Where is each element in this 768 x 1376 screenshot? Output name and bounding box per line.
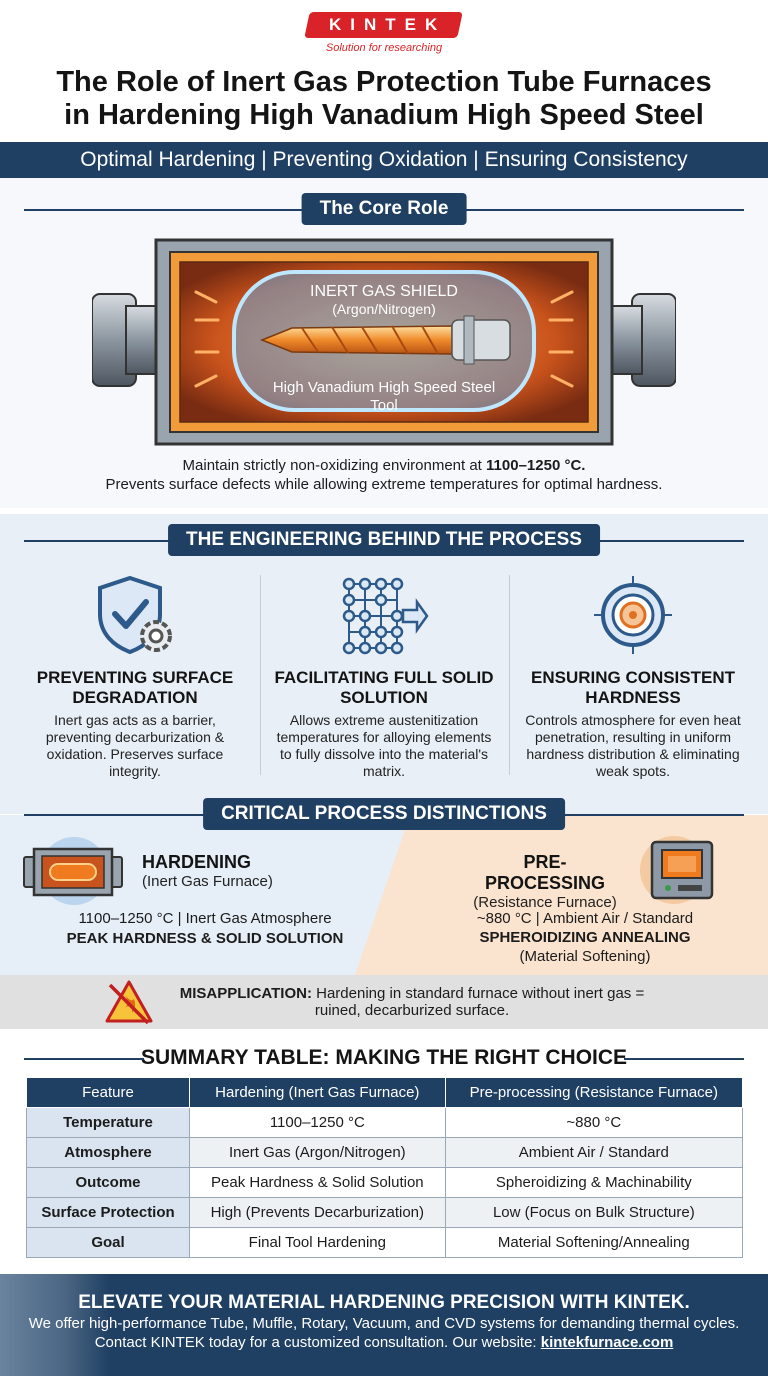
page-title: The Role of Inert Gas Protection Tube Fu…	[0, 66, 768, 132]
table-cell-feature: Surface Protection	[26, 1197, 190, 1228]
summary-header: SUMMARY TABLE: MAKING THE RIGHT CHOICE	[0, 1044, 768, 1074]
preprocessing-detail: ~880 °C | Ambient Air / Standard	[476, 910, 694, 927]
target-icon	[508, 570, 758, 660]
engineering-column-solution: FACILITATING FULL SOLID SOLUTION Allows …	[259, 570, 509, 780]
divider-line-left	[24, 1058, 144, 1060]
divider-line-right	[624, 1058, 744, 1060]
shield-gear-icon	[10, 570, 260, 660]
core-caption: Maintain strictly non-oxidizing environm…	[0, 456, 768, 494]
table-cell: 1100–1250 °C	[189, 1107, 446, 1138]
table-cell-feature: Temperature	[26, 1107, 190, 1138]
warning-icon	[105, 980, 153, 1025]
table-cell: ~880 °C	[444, 1107, 744, 1138]
engineering-column-hardness: ENSURING CONSISTENT HARDNESS Controls at…	[508, 570, 758, 780]
table-cell: Material Softening/Annealing	[444, 1227, 744, 1258]
table-cell-feature: Outcome	[26, 1167, 190, 1198]
footer-line-1: We offer high-performance Tube, Muffle, …	[28, 1315, 740, 1332]
engineering-column-surface: PREVENTING SURFACE DEGRADATION Inert gas…	[10, 570, 260, 780]
website-link[interactable]: kintekfurnace.com	[540, 1334, 674, 1351]
engineering-section-title: THE ENGINEERING BEHIND THE PROCESS	[168, 524, 600, 556]
warning-line-1: Hardening in standard furnace without in…	[311, 985, 645, 1002]
table-row: Atmosphere Inert Gas (Argon/Nitrogen) Am…	[26, 1137, 744, 1168]
column-header: Pre-processing (Resistance Furnace)	[444, 1077, 744, 1108]
brand-header: KINTEK Solution for researching	[0, 12, 768, 54]
resistance-furnace-icon	[640, 836, 714, 904]
column-text: Controls atmosphere for even heat penetr…	[525, 712, 741, 779]
footer-line-2: Contact KINTEK today for a customized co…	[0, 1333, 768, 1352]
footer-heading: ELEVATE YOUR MATERIAL HARDENING PRECISIO…	[78, 1292, 690, 1313]
tool-label-line-2: Tool	[370, 397, 398, 414]
preprocessing-details: ~880 °C | Ambient Air / Standard SPHEROI…	[420, 909, 750, 966]
column-header: Hardening (Inert Gas Furnace)	[189, 1077, 446, 1108]
table-cell: Low (Focus on Bulk Structure)	[444, 1197, 744, 1228]
core-section-header: The Core Role	[0, 193, 768, 227]
caption-temperature: 1100–1250 °C.	[486, 457, 586, 474]
subtitle-bar: Optimal Hardening | Preventing Oxidation…	[0, 142, 768, 178]
distinctions-section-title: CRITICAL PROCESS DISTINCTIONS	[203, 798, 565, 830]
tube-furnace-illustration: INERT GAS SHIELD (Argon/Nitrogen) High V…	[92, 238, 676, 446]
warning-text: MISAPPLICATION: Hardening in standard fu…	[162, 985, 662, 1019]
warning-label: MISAPPLICATION:	[179, 985, 312, 1002]
kintek-logo[interactable]: KINTEK	[304, 12, 464, 38]
engineering-section-header: THE ENGINEERING BEHIND THE PROCESS	[0, 524, 768, 558]
table-cell: Inert Gas (Argon/Nitrogen)	[189, 1137, 446, 1168]
table-cell: High (Prevents Decarburization)	[189, 1197, 446, 1228]
preprocessing-subtitle: (Resistance Furnace)	[473, 894, 617, 911]
table-row: Goal Final Tool Hardening Material Softe…	[26, 1227, 744, 1258]
table-cell-feature: Atmosphere	[26, 1137, 190, 1168]
engineering-section-background	[0, 514, 768, 814]
inert-furnace-icon	[23, 837, 123, 905]
shield-gas-types: (Argon/Nitrogen)	[332, 301, 436, 317]
table-row: Surface Protection High (Prevents Decarb…	[26, 1197, 744, 1228]
preprocessing-result: SPHEROIDIZING ANNEALING	[479, 929, 691, 946]
hardening-details: 1100–1250 °C | Inert Gas Atmosphere PEAK…	[40, 909, 370, 949]
hardening-detail: 1100–1250 °C | Inert Gas Atmosphere	[78, 910, 332, 927]
column-divider	[509, 575, 510, 775]
table-header-row: Feature Hardening (Inert Gas Furnace) Pr…	[26, 1077, 744, 1108]
title-line-1: The Role of Inert Gas Protection Tube Fu…	[56, 66, 712, 98]
column-header: Feature	[26, 1077, 190, 1108]
title-line-2: in Hardening High Vanadium High Speed St…	[64, 99, 704, 131]
misapplication-warning: MISAPPLICATION: Hardening in standard fu…	[0, 975, 768, 1029]
hardening-heading: HARDENING (Inert Gas Furnace)	[142, 852, 273, 890]
footer-banner: ELEVATE YOUR MATERIAL HARDENING PRECISIO…	[0, 1274, 768, 1376]
summary-table: Feature Hardening (Inert Gas Furnace) Pr…	[26, 1077, 744, 1258]
table-row: Outcome Peak Hardness & Solid Solution S…	[26, 1167, 744, 1198]
table-row: Temperature 1100–1250 °C ~880 °C	[26, 1107, 744, 1138]
preprocessing-result-note: (Material Softening)	[519, 948, 651, 965]
table-cell: Ambient Air / Standard	[444, 1137, 744, 1168]
preprocessing-heading: PRE-PROCESSING (Resistance Furnace)	[470, 852, 620, 911]
lab-equipment-photo	[0, 1274, 110, 1376]
column-divider	[260, 575, 261, 775]
preprocessing-title: PRE-PROCESSING	[484, 852, 606, 893]
table-cell: Final Tool Hardening	[189, 1227, 446, 1258]
core-section-title: The Core Role	[301, 193, 467, 225]
hardening-subtitle: (Inert Gas Furnace)	[142, 873, 273, 890]
table-cell: Peak Hardness & Solid Solution	[189, 1167, 446, 1198]
caption-line-2: Prevents surface defects while allowing …	[105, 476, 663, 493]
column-title: ENSURING CONSISTENT HARDNESS	[530, 668, 736, 707]
hardening-result: PEAK HARDNESS & SOLID SOLUTION	[66, 930, 344, 947]
tool-label-line-1: High Vanadium High Speed Steel	[273, 379, 495, 396]
shield-label: INERT GAS SHIELD	[310, 283, 458, 300]
brand-tagline: Solution for researching	[325, 42, 443, 54]
warning-line-2: ruined, decarburized surface.	[314, 1002, 510, 1019]
table-cell-feature: Goal	[26, 1227, 190, 1258]
caption-line-1: Maintain strictly non-oxidizing environm…	[182, 457, 487, 474]
logo-text: KINTEK	[329, 15, 447, 34]
column-text: Allows extreme austenitization temperatu…	[276, 712, 492, 779]
column-title: PREVENTING SURFACE DEGRADATION	[36, 668, 234, 707]
distinctions-section-header: CRITICAL PROCESS DISTINCTIONS	[0, 798, 768, 832]
column-text: Inert gas acts as a barrier, preventing …	[45, 712, 225, 779]
footer-line-2-text: Contact KINTEK today for a customized co…	[94, 1334, 541, 1351]
lattice-icon	[259, 570, 509, 660]
column-title: FACILITATING FULL SOLID SOLUTION	[274, 668, 494, 707]
table-cell: Spheroidizing & Machinability	[444, 1167, 744, 1198]
summary-title: SUMMARY TABLE: MAKING THE RIGHT CHOICE	[140, 1046, 628, 1069]
hardening-title: HARDENING	[142, 852, 252, 872]
